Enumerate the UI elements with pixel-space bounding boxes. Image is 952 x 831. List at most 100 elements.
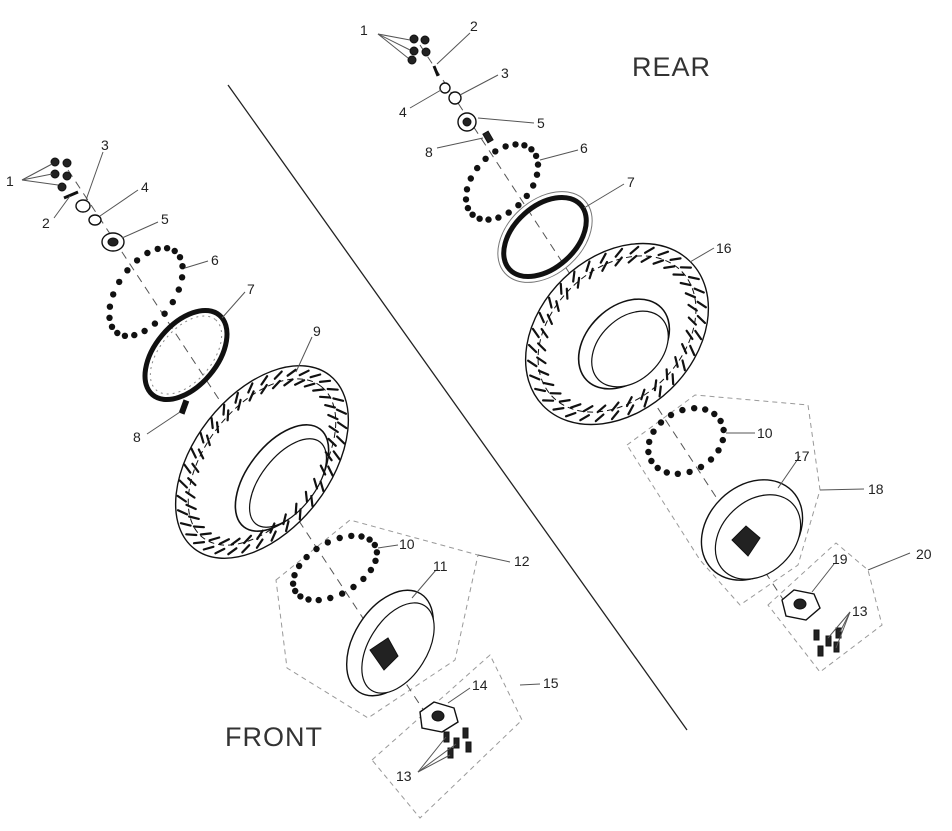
bolt-dot [717, 417, 724, 425]
bolt-dot [667, 411, 675, 419]
tread-lug [179, 522, 192, 527]
tread-lug [594, 413, 605, 423]
tread-lug [579, 414, 590, 422]
front-hub [419, 701, 459, 733]
front-hub-kit-outline [371, 654, 523, 819]
bolt-dot [462, 196, 470, 203]
tread-lug [337, 421, 348, 430]
bolt-dot [691, 405, 698, 412]
tread-lug [260, 383, 268, 395]
bolt-dot [707, 456, 715, 463]
bolt-dot [327, 594, 334, 602]
bolt-dot [464, 204, 472, 212]
bolt-dot [521, 142, 528, 149]
bolt-dot [485, 216, 492, 223]
bolt-dot [463, 186, 471, 193]
bolt-dot [106, 314, 113, 321]
front-callout: 1 [6, 173, 14, 189]
rear-callout: 10 [757, 425, 773, 441]
bolt-dot [482, 155, 489, 162]
tread-lug [538, 311, 545, 324]
tread-lug [215, 421, 220, 434]
bolt-dot [360, 575, 367, 583]
bolt-dot [336, 534, 343, 542]
tread-lug [286, 368, 297, 377]
tread-lug [585, 260, 591, 273]
rear-callout: 18 [868, 481, 884, 497]
tread-lug [248, 390, 255, 402]
tread-lug [640, 255, 652, 263]
tread-lug [542, 381, 555, 387]
tread-lug [625, 396, 633, 408]
tread-lug [537, 369, 550, 376]
front-callout: 9 [313, 323, 321, 339]
tread-lug [536, 356, 547, 365]
tread-lug [694, 329, 703, 341]
tread-lug [190, 447, 197, 459]
tread-lug [199, 431, 205, 444]
tread-lug [247, 382, 254, 394]
tread-lug [185, 503, 197, 511]
tread-lug [197, 448, 205, 460]
bolt-dot [114, 329, 121, 337]
bolt-dot [674, 470, 681, 477]
tread-lug [269, 522, 276, 534]
tread-lug [527, 359, 538, 368]
tread-lug [192, 541, 206, 545]
tread-lug [282, 513, 287, 526]
bolt-dot [702, 406, 709, 413]
rear-wheel-bolts [645, 405, 727, 477]
front-callout: 12 [514, 553, 530, 569]
tread-lug [534, 387, 547, 393]
tread-lug [663, 265, 676, 269]
tread-lug [188, 515, 200, 520]
tread-lug [681, 343, 688, 355]
tread-lug [208, 536, 221, 542]
bolt-dot [648, 457, 655, 465]
bolt-dot [474, 164, 481, 172]
tread-lug [214, 547, 226, 555]
bolt-dot [366, 536, 373, 543]
bolt-dot [697, 463, 705, 471]
tread-lug [226, 409, 230, 422]
tread-lug [627, 404, 635, 416]
tread-lug [273, 370, 283, 380]
tread-lug [332, 450, 341, 461]
bolt-dot [291, 572, 298, 579]
bolt-dot [133, 257, 141, 264]
tread-lug [303, 382, 316, 388]
tread-lug [205, 434, 211, 447]
tread-lug [185, 490, 196, 499]
front-label: FRONT [225, 722, 323, 752]
tread-lug [681, 359, 686, 372]
tread-lug [222, 403, 226, 416]
front-lug-nuts [50, 157, 72, 192]
tread-lug [582, 405, 594, 413]
front-callout: 8 [133, 429, 141, 445]
rear-washer [439, 82, 451, 94]
tread-lug [327, 437, 337, 447]
tread-lug [627, 254, 638, 264]
front-cotter-pin [63, 190, 79, 200]
bolt-dot [124, 267, 131, 274]
tread-lug [643, 395, 649, 408]
front-callout: 13 [396, 768, 412, 784]
front-callout: 14 [472, 677, 488, 693]
tread-lug [310, 494, 314, 507]
tread-lug [669, 257, 682, 261]
bolt-dot [476, 215, 483, 222]
front-beadlock-bolts [106, 245, 186, 339]
bolt-dot [121, 332, 129, 339]
tread-lug [178, 479, 188, 489]
front-callout: 7 [247, 281, 255, 297]
tread-lug [285, 520, 290, 533]
bolt-dot [645, 448, 652, 456]
bolt-dot [110, 291, 117, 298]
tread-lug [652, 259, 665, 265]
front-callout: 10 [399, 536, 415, 552]
tread-lug [313, 477, 319, 490]
bolt-dot [467, 175, 474, 182]
tread-lug [565, 287, 569, 300]
tread-lug [657, 250, 670, 257]
